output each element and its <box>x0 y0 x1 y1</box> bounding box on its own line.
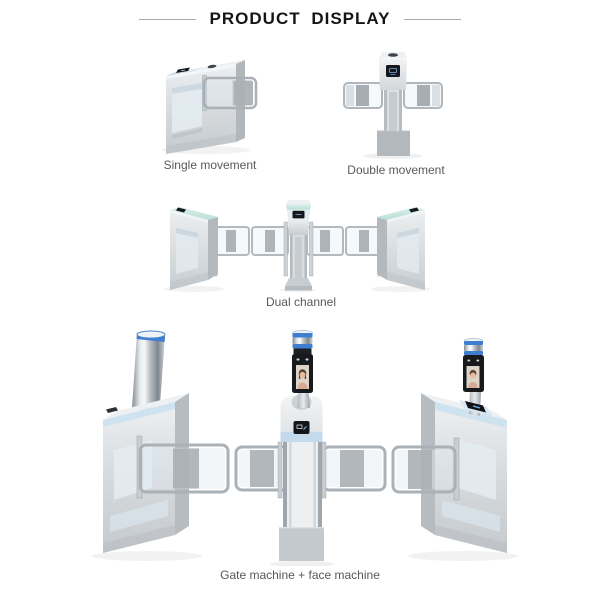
swing-arm-left <box>343 82 383 109</box>
face-screen <box>463 355 484 392</box>
glass-panels-right-passage <box>306 226 383 256</box>
card-reader <box>409 207 419 213</box>
figure-gate-face-machine: Gate machine + face machine <box>52 320 548 582</box>
double-movement-illustration <box>343 52 443 159</box>
swing-arm-right <box>403 82 443 109</box>
face-recognition-terminal <box>463 338 484 416</box>
caption-dual-channel: Dual channel <box>265 295 337 309</box>
middle-gate-cabinet <box>270 330 334 566</box>
caption-single-movement: Single movement <box>163 158 257 172</box>
left-gate-cabinet <box>164 207 224 292</box>
card-reader-panel <box>459 400 493 417</box>
figure-dual-channel: Dual channel <box>146 190 456 309</box>
gate-face-machine-illustration <box>92 330 518 566</box>
title-left-line <box>138 18 196 20</box>
card-reader <box>293 421 310 434</box>
figure-double-movement: Double movement <box>330 42 462 177</box>
face-recognition-terminal <box>292 330 313 408</box>
swing-arm-right-passage-a <box>321 445 387 492</box>
glass-panels-left-passage <box>212 226 289 256</box>
right-gate-cabinet <box>408 338 518 561</box>
face-screen <box>292 354 313 393</box>
header: PRODUCT DISPLAY <box>0 6 600 32</box>
caption-gate-face-machine: Gate machine + face machine <box>220 568 380 582</box>
bollard-pole <box>132 330 166 408</box>
middle-gate-cabinet <box>280 200 316 293</box>
figure-single-movement: Single movement <box>150 42 270 172</box>
camera-module <box>463 338 484 355</box>
single-movement-illustration <box>162 60 258 154</box>
gate-head <box>379 52 407 90</box>
gate-body <box>363 90 423 159</box>
caption-double-movement: Double movement <box>347 163 445 177</box>
gate-cabinet <box>162 60 250 154</box>
card-reader <box>386 65 400 77</box>
card-reader <box>176 67 190 73</box>
top-reader <box>106 407 118 413</box>
swing-arm-right-passage-b <box>391 437 460 501</box>
card-reader <box>176 207 186 213</box>
card-reader <box>292 210 305 219</box>
swing-arm-left-passage-a <box>136 435 230 499</box>
right-gate-cabinet <box>371 207 431 292</box>
swing-arm-left-passage-b <box>234 445 302 492</box>
camera-module <box>292 330 313 355</box>
gate-head <box>280 396 323 442</box>
swing-arm <box>202 75 258 111</box>
dual-channel-illustration <box>164 200 431 293</box>
title-right-line <box>404 18 462 20</box>
page-title: PRODUCT DISPLAY <box>209 9 391 28</box>
